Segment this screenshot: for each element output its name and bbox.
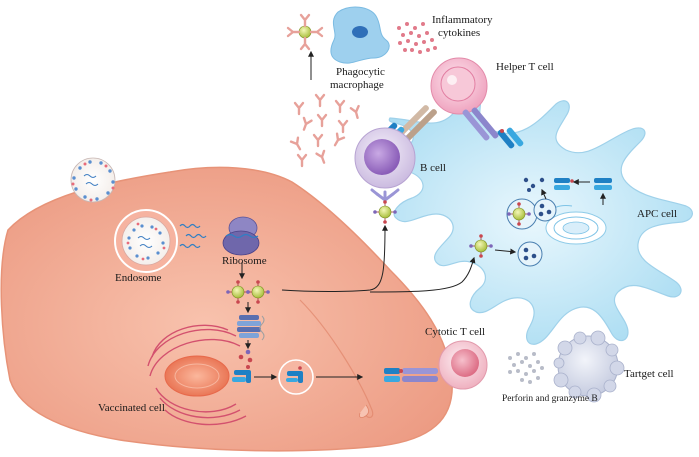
label-target-cell: Tartget cell bbox=[624, 368, 674, 380]
endosome bbox=[114, 209, 178, 273]
proteasome bbox=[237, 315, 265, 341]
transport-vesicle bbox=[278, 359, 314, 395]
apc-mhc-internal bbox=[554, 178, 612, 190]
label-inflammatory: Inflammatory bbox=[432, 14, 493, 26]
peptides bbox=[238, 349, 253, 363]
helper-tcr-mhc-ii bbox=[462, 107, 524, 149]
label-macrophage: macrophage bbox=[330, 79, 384, 91]
helper-t-cell bbox=[430, 57, 488, 115]
label-endosome: Endosome bbox=[115, 272, 162, 284]
cytotoxic-t-cell bbox=[438, 340, 488, 390]
lipid-nanoparticle bbox=[70, 157, 116, 203]
label-ribosome: Ribosome bbox=[222, 255, 267, 267]
target-cell bbox=[553, 330, 625, 403]
label-vaccinated-cell: Vaccinated cell bbox=[98, 402, 165, 414]
apc-peptides-free bbox=[523, 177, 545, 192]
apc-endosome-antigen bbox=[506, 198, 557, 230]
antibodies bbox=[289, 93, 363, 168]
ribosome bbox=[222, 216, 260, 256]
endoplasmic-reticulum bbox=[147, 324, 247, 426]
nucleus bbox=[164, 355, 230, 397]
perforin-granzyme bbox=[508, 352, 544, 384]
b-cell-receptor bbox=[370, 188, 400, 225]
b-cell bbox=[354, 127, 416, 189]
mhc-class-i-surface bbox=[232, 365, 251, 383]
vaccinated-cell bbox=[0, 166, 453, 452]
label-cytokines: cytokines bbox=[438, 27, 481, 39]
label-perforin-granzyme: Perforin and granzyme B bbox=[502, 394, 598, 404]
label-helper-t-cell: Helper T cell bbox=[496, 61, 554, 73]
label-phagocytic: Phagocytic bbox=[336, 66, 385, 78]
opsonized-antigen bbox=[286, 13, 324, 51]
label-b-cell: B cell bbox=[420, 162, 446, 174]
label-cytotic-t-cell: Cytotic T cell bbox=[425, 326, 486, 338]
apc-endosome-peptides bbox=[517, 241, 543, 267]
mhc-tcr-complex bbox=[384, 368, 438, 382]
phagocytic-macrophage bbox=[330, 6, 390, 64]
arrows bbox=[239, 50, 606, 380]
inflammatory-cytokines bbox=[397, 22, 437, 54]
label-apc-cell: APC cell bbox=[637, 208, 678, 220]
